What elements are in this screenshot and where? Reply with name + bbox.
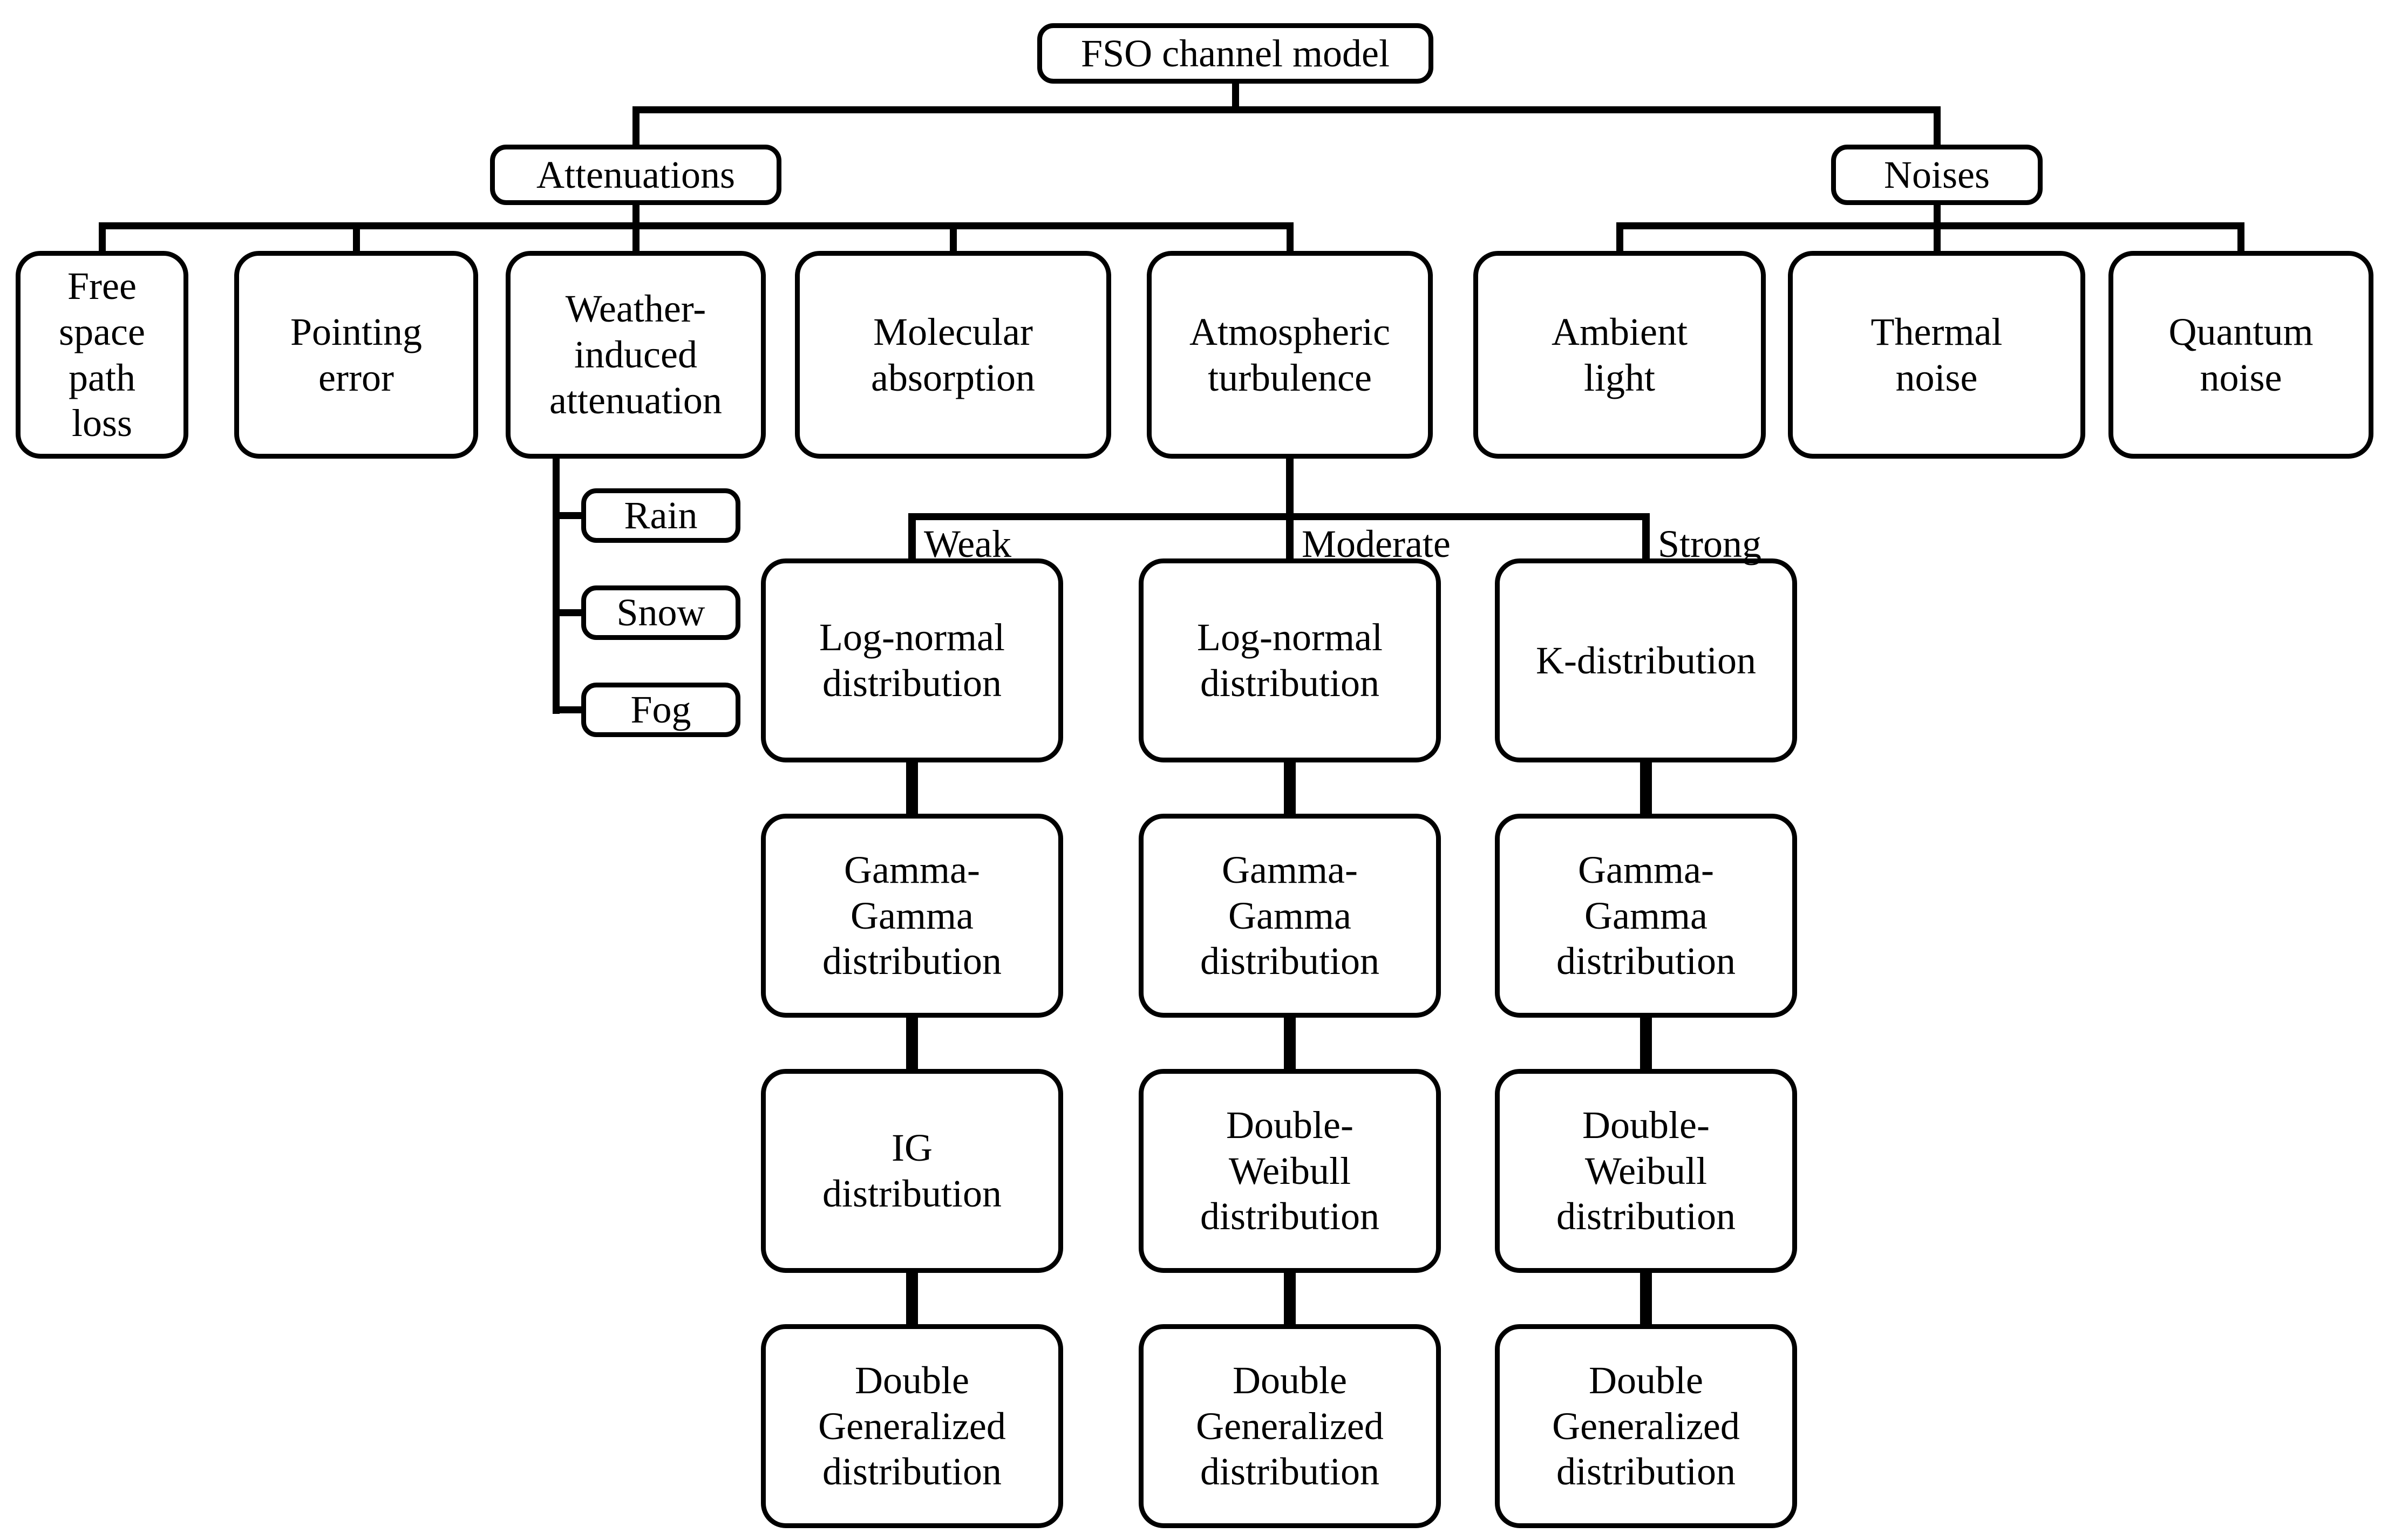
fog-box: Fog — [581, 683, 740, 737]
ambient-light-label: Ambient light — [1552, 310, 1688, 399]
free-space-path-loss-box: Free space path loss — [16, 251, 188, 459]
noises-box: Noises — [1831, 145, 2043, 205]
weak-log-normal-distribution-box: Log-normal distribution — [761, 558, 1063, 762]
connector-attenuations-drop — [632, 112, 640, 145]
quantum-noise-label: Quantum noise — [2168, 310, 2314, 399]
connector-level1-bar — [632, 106, 1941, 113]
weak-gamma-gamma-distribution-box: Gamma- Gamma distribution — [761, 814, 1063, 1018]
strong-gamma-gamma-distribution-box: Gamma- Gamma distribution — [1495, 814, 1797, 1018]
quantum-noise-box: Quantum noise — [2108, 251, 2373, 459]
connector-drop-ambient — [1616, 228, 1623, 251]
snow-label: Snow — [616, 591, 705, 635]
attenuations-label: Attenuations — [536, 153, 735, 196]
ambient-light-box: Ambient light — [1473, 251, 1766, 459]
moderate-regime-label: Moderate — [1302, 522, 1451, 565]
connector-noises-stub — [1934, 204, 1941, 223]
moderate-gamma-gamma-distribution-box: Gamma- Gamma distribution — [1139, 814, 1441, 1018]
connector-drop-free-space — [99, 228, 106, 251]
fog-label: Fog — [630, 688, 691, 732]
connector-drop-molecular — [950, 228, 957, 251]
connector-drop-quantum — [2237, 228, 2244, 251]
connector-drop-weather — [632, 228, 640, 251]
strong-regime-label: Strong — [1658, 522, 1762, 565]
connector-fog-stub — [553, 706, 582, 713]
fso-channel-model-label: FSO channel model — [1081, 31, 1390, 75]
strong-k-distribution-box: K-distribution — [1495, 558, 1797, 762]
noises-label: Noises — [1884, 153, 1990, 196]
connector-moderate-stub-2 — [1284, 1016, 1296, 1070]
strong-double-generalized-distribution-box: Double Generalized distribution — [1495, 1324, 1797, 1528]
weak-double-generalized-distribution-box: Double Generalized distribution — [761, 1324, 1063, 1528]
connector-moderate-stub-3 — [1284, 1271, 1296, 1325]
connector-rain-stub — [553, 512, 582, 519]
connector-moderate-drop — [1286, 519, 1294, 560]
thermal-noise-box: Thermal noise — [1788, 251, 2085, 459]
free-space-path-loss-label: Free space path loss — [59, 264, 145, 445]
moderate-double-weibull-distribution-box: Double- Weibull distribution — [1139, 1069, 1441, 1273]
connector-attenuations-bar — [99, 222, 1294, 229]
connector-weak-stub-2 — [906, 1016, 918, 1070]
molecular-absorption-label: Molecular absorption — [871, 310, 1035, 399]
connector-strong-stub-1 — [1640, 761, 1652, 815]
weather-induced-attenuation-box: Weather- induced attenuation — [506, 251, 766, 459]
connector-root-stub — [1232, 83, 1239, 113]
atmospheric-turbulence-label: Atmospheric turbulence — [1189, 310, 1390, 399]
connector-turbulence-trunk — [1286, 458, 1294, 520]
connector-strong-stub-2 — [1640, 1016, 1652, 1070]
connector-noises-bar — [1616, 222, 2244, 229]
pointing-error-label: Pointing error — [290, 310, 423, 399]
molecular-absorption-box: Molecular absorption — [795, 251, 1111, 459]
thermal-noise-label: Thermal noise — [1870, 310, 2003, 399]
connector-moderate-stub-1 — [1284, 761, 1296, 815]
fso-channel-model-box: FSO channel model — [1037, 23, 1433, 84]
connector-strong-stub-3 — [1640, 1271, 1652, 1325]
connector-weak-stub-1 — [906, 761, 918, 815]
strong-double-weibull-distribution-box: Double- Weibull distribution — [1495, 1069, 1797, 1273]
attenuations-box: Attenuations — [490, 145, 781, 205]
rain-label: Rain — [624, 494, 698, 537]
connector-strong-drop — [1642, 519, 1650, 560]
connector-weak-stub-3 — [906, 1271, 918, 1325]
snow-box: Snow — [581, 585, 740, 640]
connector-attenuations-stub — [632, 204, 640, 223]
connector-drop-thermal — [1934, 228, 1941, 251]
connector-drop-turbulence — [1287, 228, 1294, 251]
weak-regime-label: Weak — [924, 522, 1012, 565]
rain-box: Rain — [581, 488, 740, 543]
connector-snow-stub — [553, 609, 582, 616]
weak-ig-distribution-box: IG distribution — [761, 1069, 1063, 1273]
connector-regimes-bar — [908, 513, 1650, 520]
connector-noises-drop — [1934, 112, 1941, 145]
connector-weak-drop — [908, 519, 916, 560]
pointing-error-box: Pointing error — [234, 251, 478, 459]
atmospheric-turbulence-box: Atmospheric turbulence — [1147, 251, 1433, 459]
connector-weather-trunk — [553, 458, 560, 714]
connector-drop-pointing — [353, 228, 360, 251]
moderate-double-generalized-distribution-box: Double Generalized distribution — [1139, 1324, 1441, 1528]
moderate-log-normal-distribution-box: Log-normal distribution — [1139, 558, 1441, 762]
weather-induced-attenuation-label: Weather- induced attenuation — [549, 287, 722, 422]
